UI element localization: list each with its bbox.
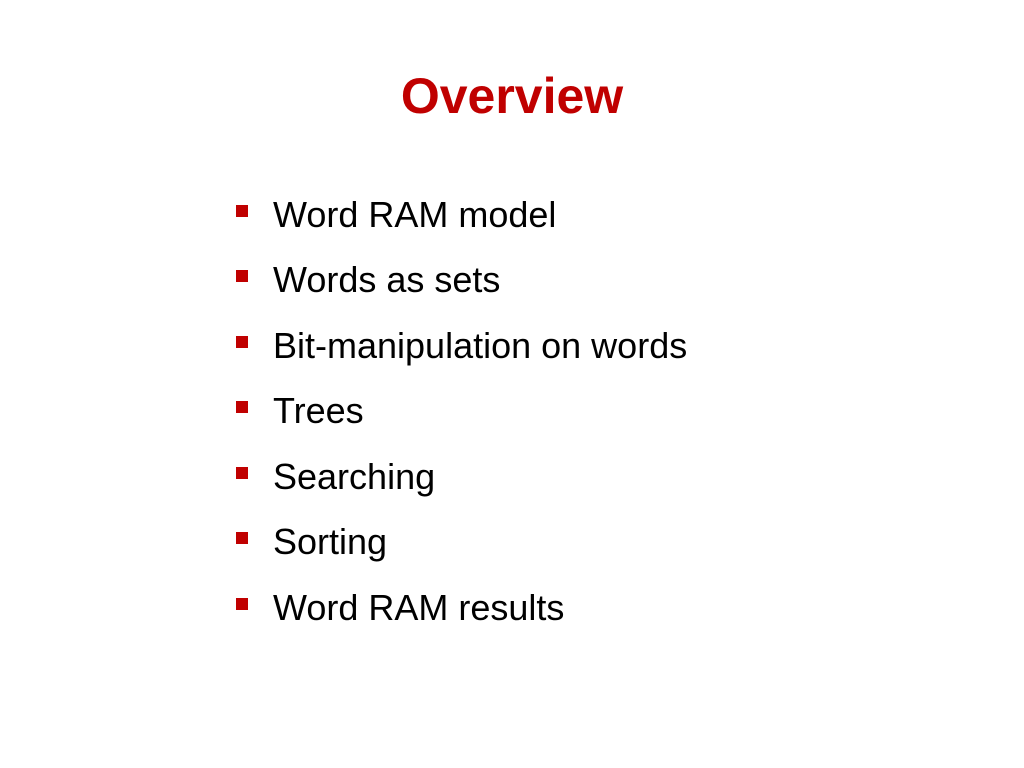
list-item: Word RAM results	[236, 575, 687, 641]
list-item: Bit-manipulation on words	[236, 313, 687, 379]
square-bullet-icon	[236, 401, 248, 414]
list-item: Trees	[236, 379, 687, 445]
bullet-text: Sorting	[273, 521, 388, 563]
list-item: Word RAM model	[236, 182, 687, 248]
slide-title: Overview	[400, 68, 624, 124]
square-bullet-icon	[236, 532, 248, 545]
square-bullet-icon	[236, 597, 248, 610]
square-bullet-icon	[236, 204, 248, 217]
list-item: Words as sets	[236, 248, 687, 314]
bullet-text: Words as sets	[273, 259, 501, 301]
square-bullet-icon	[236, 466, 248, 479]
list-item: Sorting	[236, 510, 687, 576]
list-item: Searching	[236, 444, 687, 510]
bullet-text: Trees	[273, 390, 364, 432]
bullet-text: Bit-manipulation on words	[273, 324, 688, 366]
bullet-text: Word RAM results	[273, 586, 565, 628]
square-bullet-icon	[236, 270, 248, 283]
bullet-text: Searching	[273, 455, 436, 497]
bullet-list: Word RAM model Words as sets Bit-manipul…	[236, 182, 687, 641]
bullet-text: Word RAM model	[273, 193, 557, 235]
square-bullet-icon	[236, 335, 248, 348]
